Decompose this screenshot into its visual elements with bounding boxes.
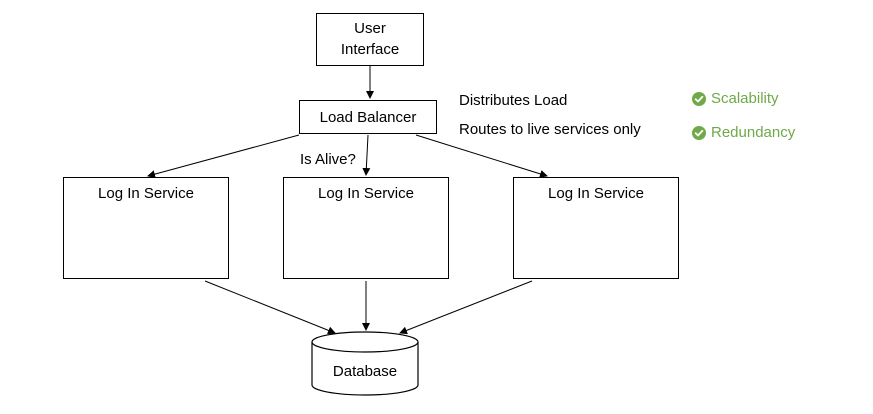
user-interface-node: User Interface <box>316 13 424 66</box>
edge-lb-to-service-1 <box>147 134 300 179</box>
edge-lb-to-service-2 <box>362 134 371 176</box>
login-service-node-3: Log In Service <box>513 177 679 279</box>
login-service-label-2: Log In Service <box>318 185 414 202</box>
load-balancer-node: Load Balancer <box>299 100 437 134</box>
database-label: Database <box>332 363 398 380</box>
login-service-node-1: Log In Service <box>63 177 229 279</box>
user-interface-label-line-1: User <box>354 20 386 37</box>
benefit-redundancy: Redundancy <box>692 123 795 143</box>
user-interface-label-line-2: Interface <box>340 41 400 58</box>
login-service-label-3: Log In Service <box>548 185 644 202</box>
edge-service-1-to-database <box>204 280 336 335</box>
benefit-redundancy-label: Redundancy <box>711 124 796 141</box>
user-interface-label: User Interface <box>317 18 423 60</box>
is-alive-note: Is Alive? <box>300 151 356 168</box>
edge-service-3-to-database <box>399 280 533 335</box>
database-cylinder <box>311 331 419 396</box>
edge-lb-to-service-3 <box>415 134 548 178</box>
login-service-label-1: Log In Service <box>98 185 194 202</box>
check-circle-icon <box>692 126 706 140</box>
routes-live-services-note: Routes to live services only <box>459 121 641 138</box>
load-balancer-label: Load Balancer <box>319 109 417 126</box>
check-circle-icon <box>692 92 706 106</box>
benefit-scalability: Scalability <box>692 89 779 109</box>
distributes-load-note: Distributes Load <box>459 92 568 109</box>
login-service-node-2: Log In Service <box>283 177 449 279</box>
benefit-scalability-label: Scalability <box>711 90 779 107</box>
